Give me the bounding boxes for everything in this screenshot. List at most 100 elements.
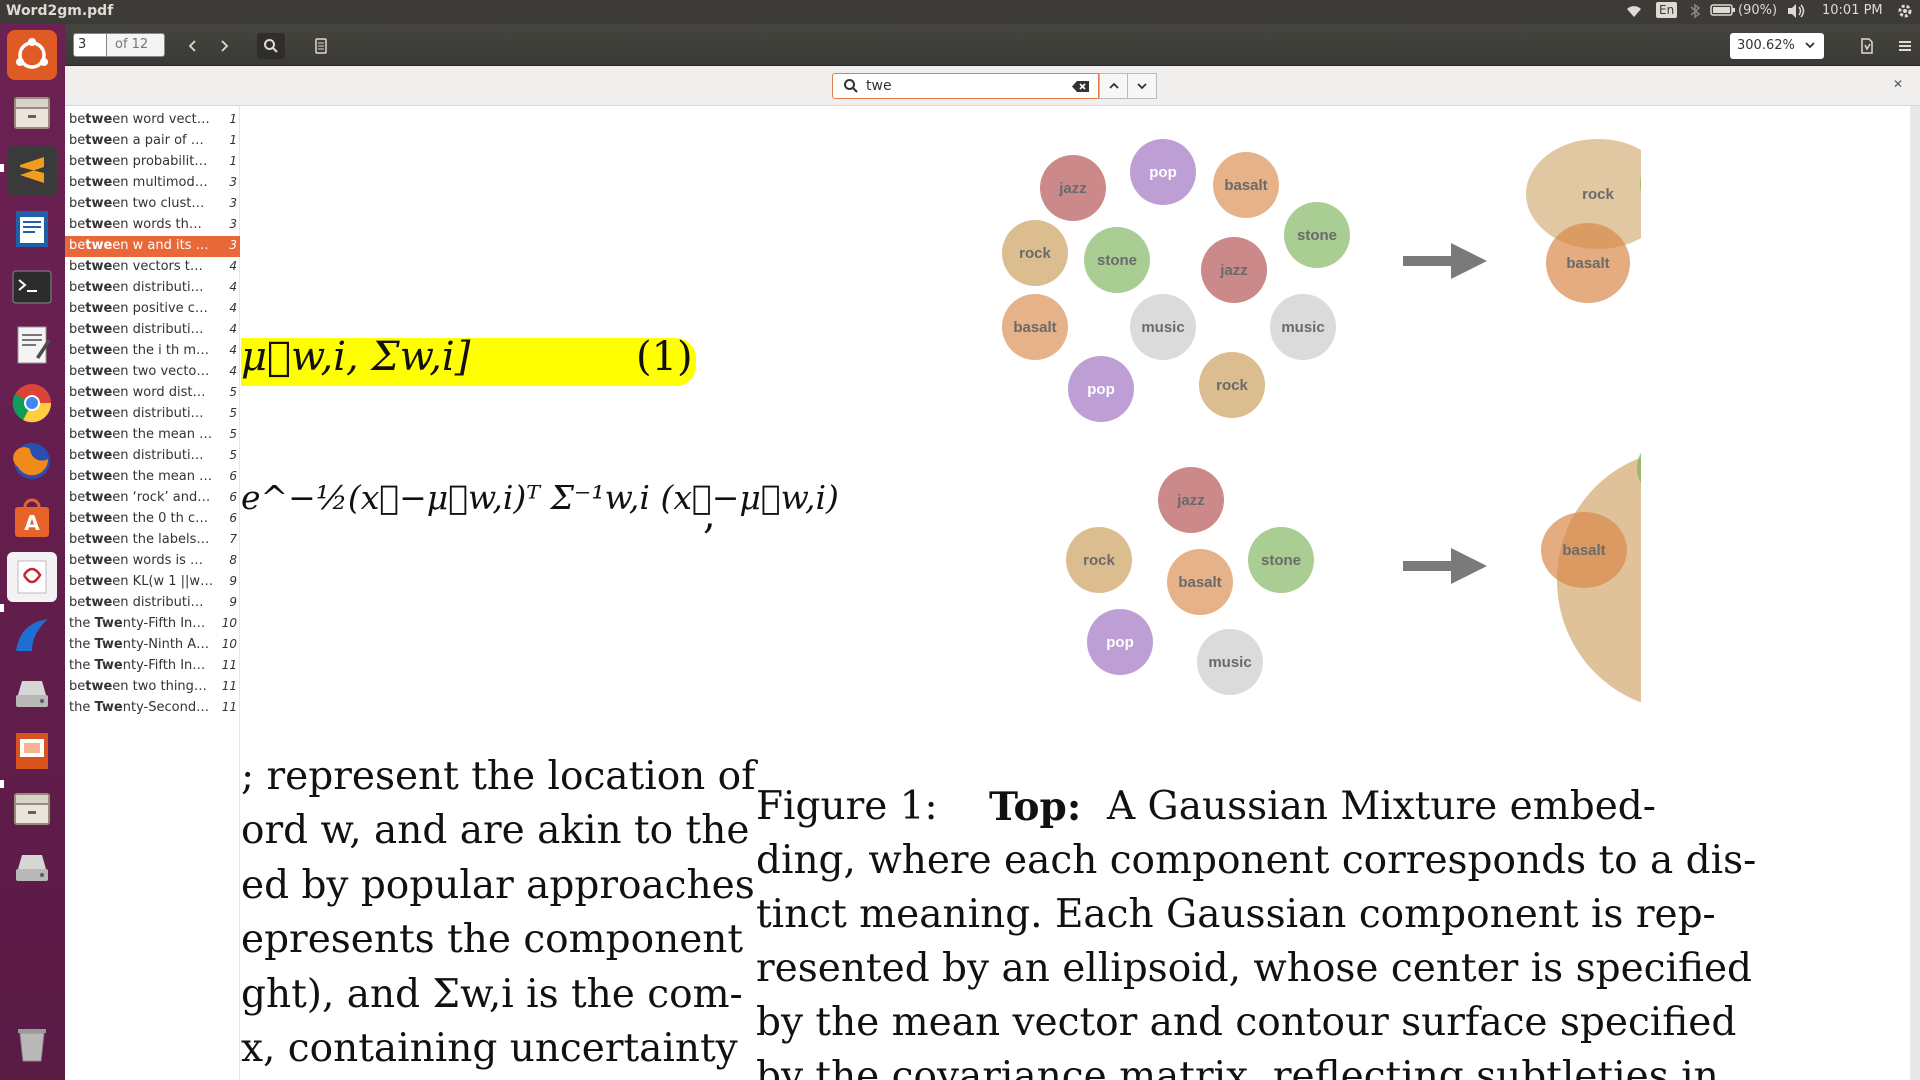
files-icon-2[interactable] (7, 784, 57, 834)
search-result-item[interactable]: between two vecto…4 (65, 362, 240, 383)
document-viewer-icon[interactable] (7, 552, 57, 602)
search-result-item[interactable]: between the mean …5 (65, 425, 240, 446)
search-result-text: between a pair of … (69, 133, 204, 148)
wifi-icon[interactable] (1624, 3, 1644, 23)
find-next-button[interactable] (1128, 73, 1157, 99)
caption-label: Figure 1: (756, 784, 938, 829)
search-result-page: 1 (229, 112, 237, 126)
search-highlight (241, 338, 696, 386)
system-gear-icon[interactable] (1896, 2, 1914, 24)
search-result-page: 10 (221, 616, 237, 630)
clear-icon[interactable] (1072, 80, 1090, 93)
clock[interactable]: 10:01 PM (1822, 3, 1883, 18)
word-gaussian-rock: rock (1526, 139, 1641, 249)
word-gaussian-pop: pop (1068, 356, 1134, 422)
search-result-item[interactable]: between distributi…9 (65, 593, 240, 614)
search-result-text: between distributi… (69, 406, 204, 421)
search-result-item[interactable]: between positive c… 4 (65, 299, 240, 320)
search-result-item[interactable]: between distributi…5 (65, 404, 240, 425)
search-result-page: 4 (229, 364, 237, 378)
document-page: μ⃗w,i, Σw,i] (1) e^−½(x⃗−μ⃗w,i)ᵀ Σ⁻¹w,i … (241, 106, 1920, 1080)
battery-icon[interactable] (1710, 3, 1736, 21)
impress-icon[interactable] (7, 726, 57, 776)
bluetooth-icon[interactable] (1689, 3, 1701, 23)
search-result-item[interactable]: between words is …8 (65, 551, 240, 572)
search-result-item[interactable]: between the mean …6 (65, 467, 240, 488)
wireshark-icon[interactable] (7, 610, 57, 660)
search-result-item[interactable]: the Twenty-Fifth In…10 (65, 614, 240, 635)
find-previous-button[interactable] (1099, 73, 1128, 99)
sublime-text-icon[interactable] (7, 146, 57, 196)
files-icon[interactable] (7, 88, 57, 138)
keyboard-indicator[interactable]: En (1656, 2, 1678, 18)
zoom-select[interactable]: 300.62% (1730, 33, 1824, 59)
drive-icon-2[interactable] (7, 842, 57, 892)
search-result-item[interactable]: between w and its …3 (65, 236, 240, 257)
next-page-button[interactable] (210, 33, 238, 59)
search-result-item[interactable]: between two thing…11 (65, 677, 240, 698)
search-result-page: 5 (229, 448, 237, 462)
chrome-icon[interactable] (7, 378, 57, 428)
volume-icon[interactable] (1786, 3, 1806, 23)
battery-percent[interactable]: (90%) (1738, 3, 1778, 18)
search-result-item[interactable]: between vectors t…4 (65, 257, 240, 278)
terminal-icon[interactable] (7, 262, 57, 312)
search-result-item[interactable]: between two clust…3 (65, 194, 240, 215)
search-result-page: 4 (229, 301, 237, 315)
search-result-page: 6 (229, 511, 237, 525)
search-result-item[interactable]: the Twenty-Ninth A…10 (65, 635, 240, 656)
search-result-item[interactable]: between a pair of …1 (65, 131, 240, 152)
search-result-text: between distributi… (69, 448, 204, 463)
search-result-text: between positive c… (69, 301, 208, 316)
writer-icon[interactable] (7, 204, 57, 254)
search-result-item[interactable]: between word dist…5 (65, 383, 240, 404)
search-result-item[interactable]: between multimod…3 (65, 173, 240, 194)
search-result-item[interactable]: between word vect… 1 (65, 110, 240, 131)
page-number-input[interactable]: 3 (73, 33, 107, 57)
menu-button[interactable] (1891, 33, 1919, 59)
previous-page-button[interactable] (179, 33, 207, 59)
search-result-item[interactable]: between probabilit…1 (65, 152, 240, 173)
word-gaussian-stone: stone (1084, 227, 1150, 293)
search-result-item[interactable]: between the i th m…4 (65, 341, 240, 362)
search-result-item[interactable]: between words th…3 (65, 215, 240, 236)
svg-text:music: music (1141, 319, 1184, 336)
search-result-page: 4 (229, 259, 237, 273)
svg-text:stone: stone (1297, 227, 1337, 244)
page-view-button[interactable] (307, 33, 335, 59)
search-result-item[interactable]: between distributi…4 (65, 278, 240, 299)
text-editor-icon[interactable] (7, 320, 57, 370)
close-icon[interactable]: ✕ (1893, 77, 1904, 91)
svg-text:basalt: basalt (1566, 255, 1609, 272)
search-result-item[interactable]: between the 0 th c…6 (65, 509, 240, 530)
search-button[interactable] (257, 33, 285, 59)
search-result-item[interactable]: between KL(w 1 ||w…9 (65, 572, 240, 593)
search-result-item[interactable]: between distributi… 5 (65, 446, 240, 467)
software-center-icon[interactable]: A (7, 494, 57, 544)
search-result-page: 6 (229, 469, 237, 483)
search-result-text: between the mean … (69, 427, 213, 442)
body-line: ed by popular approaches (241, 863, 755, 908)
svg-text:rock: rock (1216, 377, 1248, 394)
caption-line: by the covariance matrix, reflecting sub… (756, 1054, 1719, 1080)
search-result-item[interactable]: the Twenty-Second…11 (65, 698, 240, 719)
search-result-item[interactable]: between the labels…7 (65, 530, 240, 551)
firefox-icon[interactable] (7, 436, 57, 486)
trash-icon[interactable] (7, 1018, 57, 1068)
search-result-item[interactable]: the Twenty-Fifth In…11 (65, 656, 240, 677)
svg-text:jazz: jazz (1219, 262, 1248, 279)
svg-text:rock: rock (1019, 245, 1051, 262)
word-gaussian-pop: pop (1130, 139, 1196, 205)
search-result-text: between word vect… (69, 112, 210, 127)
svg-text:basalt: basalt (1013, 319, 1056, 336)
body-line: epresents the component (241, 917, 744, 962)
drive-icon[interactable] (7, 668, 57, 718)
search-result-item[interactable]: between ‘rock’ and…6 (65, 488, 240, 509)
find-input[interactable]: twe (832, 73, 1099, 99)
search-result-item[interactable]: between distributi…4 (65, 320, 240, 341)
search-icon (264, 39, 278, 53)
equation-1-number: (1) (636, 334, 693, 380)
search-result-text: between words is … (69, 553, 204, 568)
document-properties-button[interactable] (1853, 33, 1881, 59)
dash-home-icon[interactable] (7, 30, 57, 80)
